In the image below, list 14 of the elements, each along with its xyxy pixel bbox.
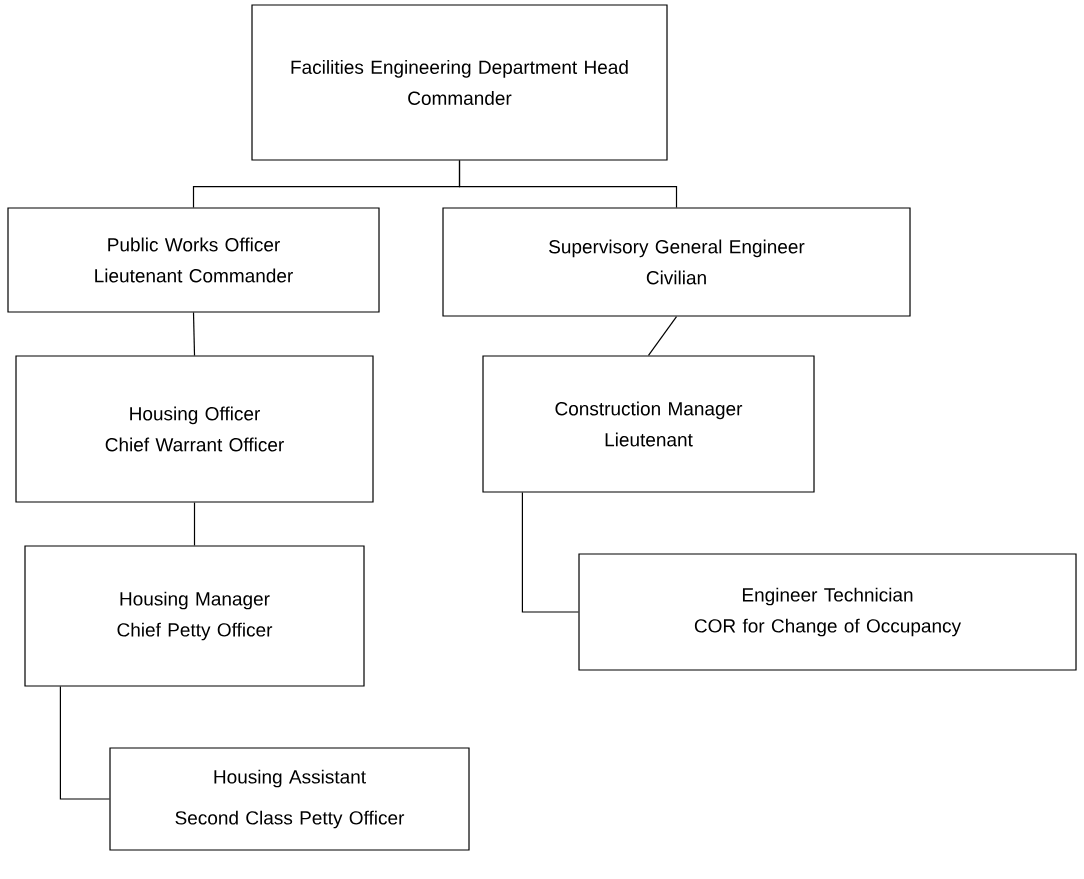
org-box: Supervisory General Engineer Civilian <box>442 207 911 317</box>
connector-line <box>647 316 678 356</box>
connector-line <box>192 312 196 356</box>
org-box: Housing Assistant Second Class Petty Officer <box>109 747 470 851</box>
org-box: Housing Officer Chief Warrant Officer <box>15 355 374 503</box>
org-box: Facilities Engineering Department Head Commander <box>251 4 668 161</box>
org-box: Engineer Technician COR for Change of Occupancy <box>578 553 1077 671</box>
connector-line <box>458 160 678 208</box>
connector-line <box>59 686 110 800</box>
connector-line <box>193 502 196 546</box>
org-box: Construction Manager Lieutenant <box>482 355 815 493</box>
org-box: Housing Manager Chief Petty Officer <box>24 545 365 687</box>
org-box: Public Works Officer Lieutenant Commander <box>7 207 380 313</box>
connector-line <box>521 492 579 613</box>
